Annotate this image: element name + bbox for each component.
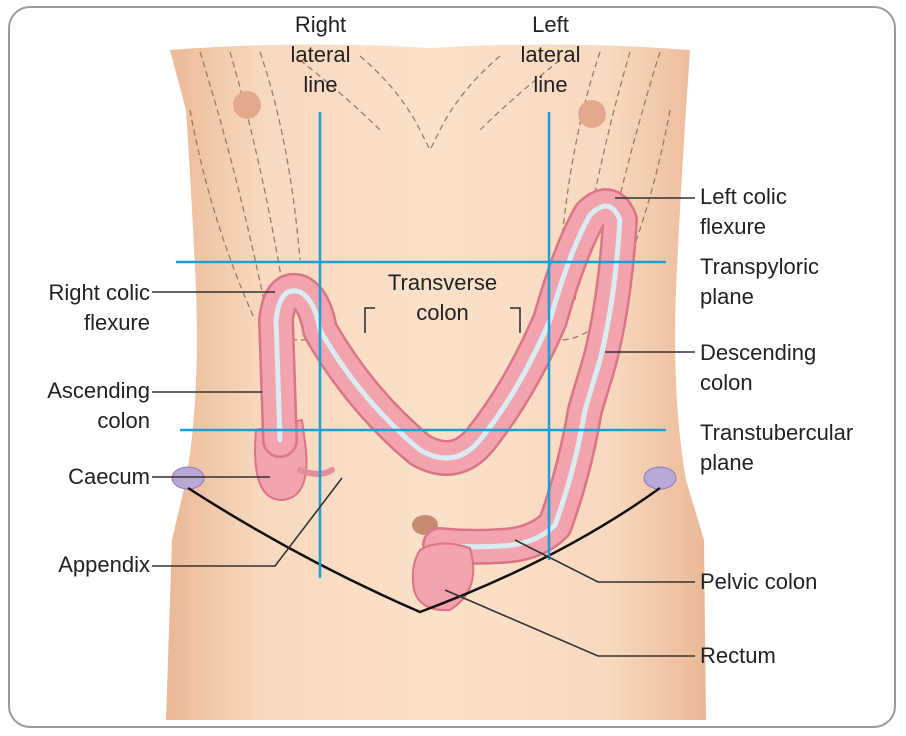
label-line: lateral: [283, 40, 358, 70]
rectum-label: Rectum: [700, 641, 776, 671]
left-lateral-line-label: Left lateral line: [508, 10, 593, 100]
right-nipple: [233, 91, 261, 119]
right-hip-bone: [172, 467, 204, 489]
label-line: Ascending: [10, 376, 150, 406]
label-line: Right colic: [10, 278, 150, 308]
label-line: Transpyloric: [700, 252, 819, 282]
transverse-colon-label: Transverse colon: [360, 268, 525, 328]
label-line: flexure: [700, 212, 787, 242]
right-lateral-line-label: Right lateral line: [283, 10, 358, 100]
ascending-colon-label: Ascending colon: [10, 376, 150, 436]
caecum-label: Caecum: [10, 462, 150, 492]
left-hip-bone: [644, 467, 676, 489]
left-colic-flexure-label: Left colic flexure: [700, 182, 787, 242]
label-line: Left colic: [700, 182, 787, 212]
label-line: line: [283, 70, 358, 100]
label-line: Descending: [700, 338, 816, 368]
transtubercular-plane-label: Transtubercular plane: [700, 418, 853, 478]
label-line: colon: [10, 406, 150, 436]
torso: [166, 44, 706, 720]
label-line: plane: [700, 282, 819, 312]
label-line: Right: [283, 10, 358, 40]
label-line: colon: [360, 298, 525, 328]
label-line: line: [508, 70, 593, 100]
label-line: plane: [700, 448, 853, 478]
label-line: flexure: [10, 308, 150, 338]
label-line: Left: [508, 10, 593, 40]
label-line: lateral: [508, 40, 593, 70]
label-line: colon: [700, 368, 816, 398]
left-nipple: [578, 100, 606, 128]
label-line: Transverse: [360, 268, 525, 298]
pelvic-colon-label: Pelvic colon: [700, 567, 817, 597]
appendix-label: Appendix: [10, 550, 150, 580]
transpyloric-plane-label: Transpyloric plane: [700, 252, 819, 312]
descending-colon-label: Descending colon: [700, 338, 816, 398]
right-colic-flexure-label: Right colic flexure: [10, 278, 150, 338]
label-line: Transtubercular: [700, 418, 853, 448]
